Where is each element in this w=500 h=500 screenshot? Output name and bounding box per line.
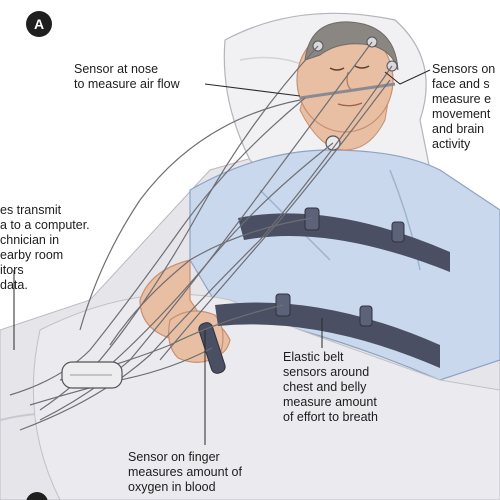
label-line: earby room — [0, 248, 64, 262]
label-line: data. — [0, 278, 28, 292]
label-line: oxygen in blood — [128, 480, 216, 494]
belly-belt — [215, 302, 440, 368]
legs-under-sheet — [32, 293, 500, 500]
label-wires-transmit: es transmit a to a computer. chnician in… — [0, 203, 90, 293]
label-finger-sensor: Sensor on finger measures amount of oxyg… — [128, 450, 242, 495]
nasal-cannula — [299, 82, 396, 100]
label-line: face and s — [432, 77, 490, 91]
hair — [304, 21, 399, 71]
label-line: and brain — [432, 122, 485, 136]
label-line: itors — [0, 263, 24, 277]
label-line: of effort to breath — [283, 410, 378, 424]
leader-lines — [13, 69, 431, 445]
chest-belt — [238, 213, 450, 272]
label-line: a to a computer. — [0, 218, 90, 232]
label-nose-sensor: Sensor at nose to measure air flow — [74, 62, 180, 92]
label-face-sensors: Sensors on face and s measure e movement… — [432, 62, 495, 152]
label-line: measure e — [432, 92, 492, 106]
label-line: measures amount of — [128, 465, 242, 479]
label-line: chest and belly — [283, 380, 367, 394]
label-line: to measure air flow — [74, 77, 180, 91]
label-line: es transmit — [0, 203, 62, 217]
label-line: Sensor on finger — [128, 450, 220, 464]
label-line: measure amount — [283, 395, 377, 409]
label-line: activity — [432, 137, 471, 151]
label-line: Sensor at nose — [74, 62, 159, 76]
label-line: sensors around — [283, 365, 370, 379]
hospital-gown — [189, 149, 500, 381]
panel-letter-badge: A — [26, 11, 52, 37]
label-line: Elastic belt — [283, 350, 344, 364]
next-panel-badge — [26, 492, 48, 500]
label-line: Sensors on — [432, 62, 496, 76]
label-elastic-belts: Elastic belt sensors around chest and be… — [283, 350, 378, 425]
label-line: chnician in — [0, 233, 60, 247]
label-line: movement — [432, 107, 491, 121]
